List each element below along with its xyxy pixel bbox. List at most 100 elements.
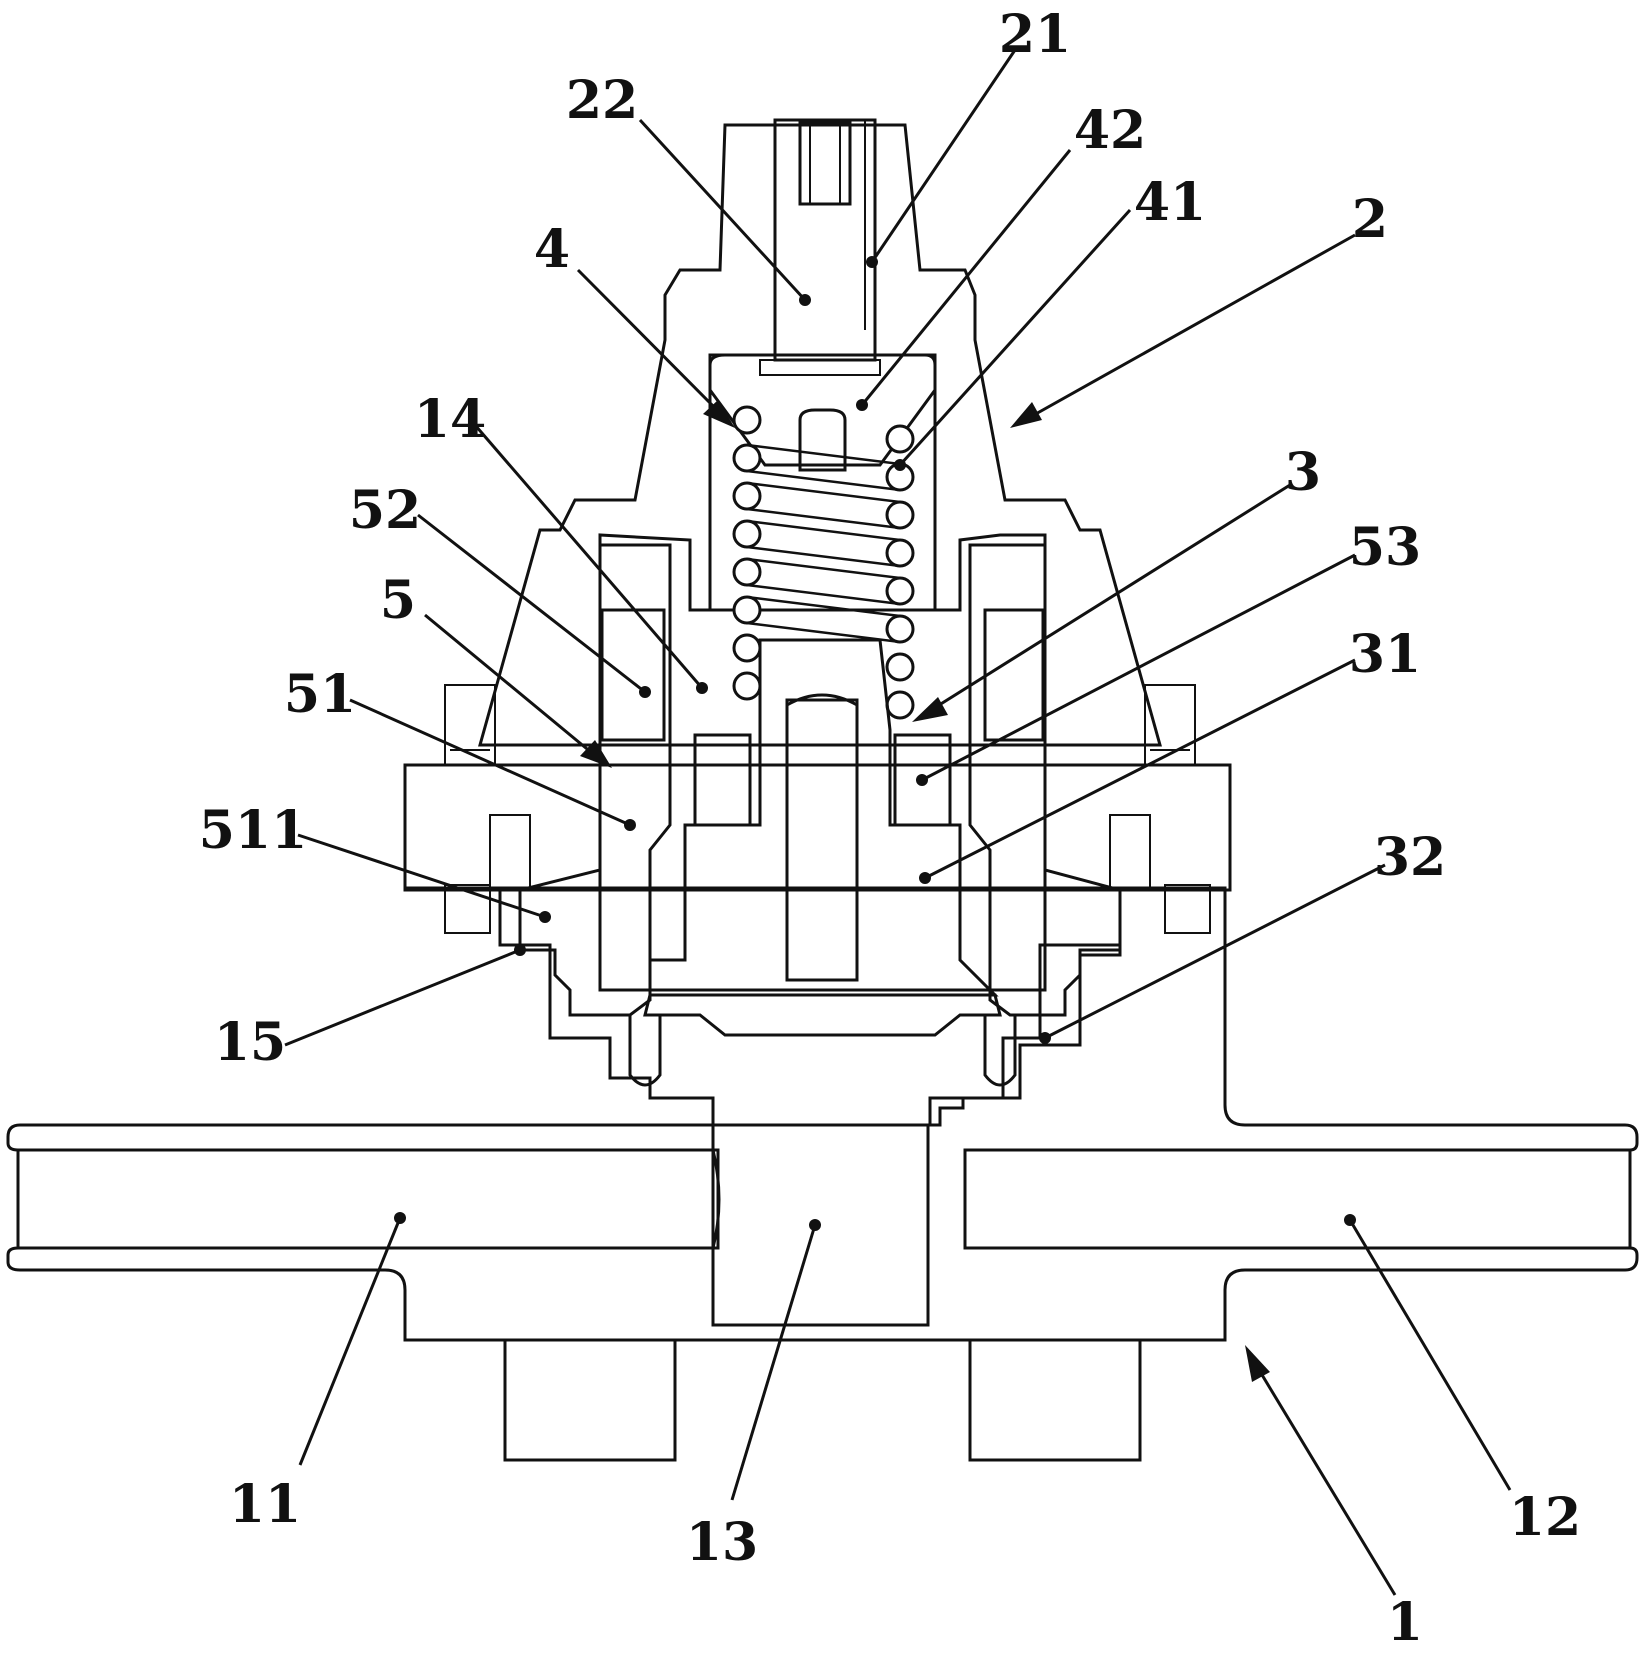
spring-wire — [746, 469, 901, 492]
adjusting-screw — [773, 118, 877, 362]
leader-32 — [1044, 863, 1386, 1040]
spring-coil-left — [732, 595, 762, 625]
leader-13-dot — [809, 1219, 821, 1231]
leader-51 — [349, 698, 631, 827]
leader-14-dot — [696, 682, 708, 694]
spring-wire — [746, 519, 901, 542]
bonnet-nut-left — [444, 684, 496, 766]
leader-22-dot — [799, 294, 811, 306]
leader-21 — [870, 49, 1017, 263]
leader-13 — [730, 1224, 817, 1501]
leader-1-arrow — [1245, 1345, 1270, 1382]
spring-wire — [746, 583, 901, 606]
spring-wire — [746, 545, 901, 568]
valve-core-bore — [785, 698, 859, 982]
diaphragm — [643, 993, 1002, 1037]
leader-3 — [927, 483, 1291, 714]
guide-sleeve-left — [518, 543, 672, 1017]
spring-coil-right — [885, 652, 915, 682]
spring-coil-right — [885, 576, 915, 606]
spring-coil-right — [885, 500, 915, 530]
leader-11 — [298, 1217, 402, 1466]
callout-11: 11 — [229, 1474, 301, 1535]
spring-coil-wires — [746, 443, 901, 644]
valve-core — [628, 638, 1017, 1087]
callout-labels: 21 22 42 41 4 2 14 52 3 53 5 31 51 511 3… — [199, 4, 1581, 1653]
seal-ring-left — [600, 608, 666, 742]
spring-wire — [746, 507, 901, 530]
valve-body-section — [6, 886, 1639, 1342]
callout-51: 51 — [284, 664, 356, 725]
leader-11-dot — [394, 1212, 406, 1224]
retainer-left — [693, 733, 752, 827]
callout-41: 41 — [1134, 172, 1206, 233]
callout-1: 1 — [1387, 1592, 1423, 1650]
leader-31-dot — [919, 872, 931, 884]
bonnet-bore — [773, 118, 877, 357]
spring-seat — [708, 353, 937, 467]
leader-41-dot — [894, 459, 906, 471]
spring-coil-left — [732, 481, 762, 511]
body-inner-cavity — [598, 743, 1047, 992]
leader-42-dot — [856, 399, 868, 411]
leader-511-dot — [539, 911, 551, 923]
spring-seat-pin — [798, 408, 847, 472]
screw-body — [773, 118, 877, 362]
leader-15-dot — [514, 944, 526, 956]
leader-22 — [638, 118, 807, 302]
spring-coil-right — [885, 424, 915, 454]
callout-53: 53 — [1349, 517, 1421, 578]
spring-coil-left — [732, 405, 762, 435]
spring-wire — [746, 443, 901, 466]
guide-sleeve-right — [968, 543, 1122, 1017]
leader-53 — [921, 553, 1356, 782]
bonnet-section — [478, 123, 1162, 747]
spring-seat-groove — [759, 359, 881, 376]
spring-coil-left — [732, 557, 762, 587]
leader-14 — [473, 424, 704, 689]
leader-lines — [284, 49, 1512, 1596]
leader-53-dot — [916, 774, 928, 786]
leader-51-dot — [624, 819, 636, 831]
leader-1 — [1248, 1354, 1397, 1596]
spring-coil-right — [885, 538, 915, 568]
leader-5-arrow — [580, 740, 612, 768]
guide-sleeve — [518, 543, 1122, 1017]
inlet-passage — [16, 1148, 720, 1250]
callout-22: 22 — [566, 70, 638, 131]
leader-42 — [860, 149, 1072, 406]
leader-511 — [297, 833, 546, 919]
leader-41 — [898, 208, 1132, 467]
leader-2-arrow — [1010, 402, 1042, 428]
retainer-right — [893, 733, 952, 827]
callout-13: 13 — [686, 1512, 758, 1573]
callout-52: 52 — [349, 480, 421, 541]
leader-15 — [284, 948, 521, 1047]
spring-wire — [746, 557, 901, 580]
leader-12 — [1348, 1219, 1512, 1491]
callout-4: 4 — [534, 219, 570, 280]
body-upper-block — [403, 763, 1232, 892]
callout-32: 32 — [1374, 827, 1446, 888]
spring-coil-right — [885, 614, 915, 644]
outlet-passage — [963, 1148, 1632, 1250]
diaphragm-bellow-left — [628, 1015, 662, 1087]
valve-body — [6, 743, 1639, 1462]
spring-wire — [746, 595, 901, 618]
callout-2: 2 — [1352, 189, 1388, 250]
leader-2 — [1024, 233, 1356, 422]
screw-slot — [798, 120, 852, 206]
leader-31 — [924, 658, 1356, 880]
spring-coil-left — [732, 519, 762, 549]
callout-3: 3 — [1285, 442, 1321, 503]
spring-coils-left — [732, 405, 762, 701]
leader-3-arrow — [912, 697, 948, 722]
leader-12-dot — [1344, 1214, 1356, 1226]
spring-coil-left — [732, 633, 762, 663]
leader-32-dot — [1039, 1032, 1051, 1044]
callout-12: 12 — [1509, 1487, 1581, 1548]
leader-21-dot — [866, 256, 878, 268]
callout-14: 14 — [414, 389, 486, 450]
spring-coil-left — [732, 671, 762, 701]
center-passage — [711, 1123, 930, 1327]
